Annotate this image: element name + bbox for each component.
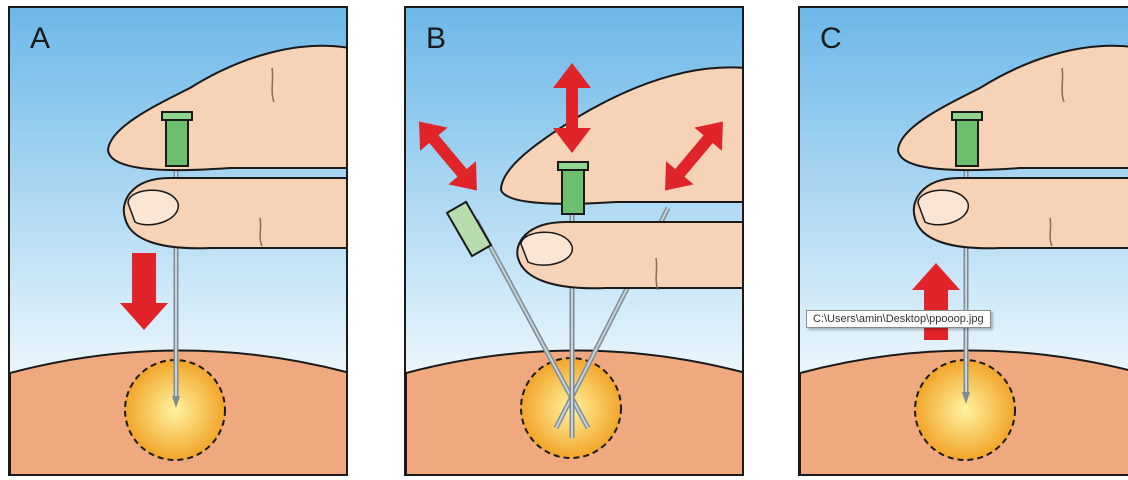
file-path-tooltip: C:\Users\amin\Desktop\ppooop.jpg [806,310,991,328]
panel-b: B [404,6,744,476]
needle-hub [956,116,978,166]
panel-c-illustration [800,8,1128,476]
panel-label: C [820,22,842,56]
needle-hub [166,116,188,166]
panel-label: A [30,22,50,56]
panel-a: A [8,6,348,476]
panel-c: C [798,6,1128,476]
needle-hub [562,166,584,214]
panel-a-illustration [10,8,348,476]
panel-label: B [426,22,446,56]
panel-b-illustration [406,8,744,476]
